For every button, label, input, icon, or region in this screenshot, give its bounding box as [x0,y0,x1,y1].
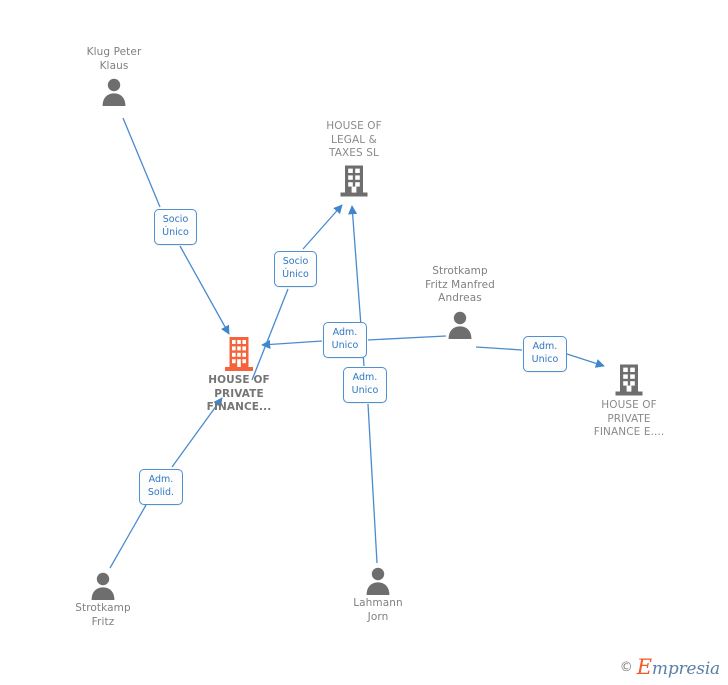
edge-socio-label-to-legal [302,204,343,250]
node-strotkamp-fritz[interactable]: Strotkamp Fritz [33,570,173,629]
node-label-klug-peter-klaus: Klug Peter Klaus [86,46,142,72]
node-house-of-legal-taxes-sl[interactable]: HOUSE OF LEGAL & TAXES SL [284,120,424,198]
person-icon [102,78,126,106]
node-label-lahmann-jorn: Lahmann Jorn [353,597,403,623]
person-icon [448,311,472,339]
watermark: © Empresia [620,655,720,679]
building-icon [225,337,253,371]
edge-label-to-hpf [179,245,230,335]
node-strotkamp-fritz-manfred-andreas[interactable]: Strotkamp Fritz Manfred Andreas [390,265,530,339]
edge-label-adm-solid-strotkamp[interactable]: Adm. Solid. [139,469,183,505]
building-icon [615,364,643,396]
edge-label-adm-unico-strotkamp-hpfe[interactable]: Adm. Unico [523,336,567,372]
edge-strotkampfma-to-admunico-right [475,346,523,351]
edge-klug-to-label [122,117,161,208]
empresia-logo: Empresia [637,655,720,679]
node-label-house-of-legal-taxes-sl: HOUSE OF LEGAL & TAXES SL [326,120,382,159]
building-icon [340,165,368,196]
node-label-strotkamp-fritz: Strotkamp Fritz [75,602,131,628]
edge-strotkampfritz-to-admsolid [109,504,147,569]
node-house-of-private-finance[interactable]: HOUSE OF PRIVATE FINANCE... [169,336,309,415]
edge-label-adm-unico-lahmann[interactable]: Adm. Unico [343,367,387,403]
node-label-house-of-private-finance: HOUSE OF PRIVATE FINANCE... [206,374,272,413]
person-icon [366,567,390,595]
node-house-of-private-finance-e[interactable]: HOUSE OF PRIVATE FINANCE E.... [559,363,699,440]
node-label-house-of-private-finance-e: HOUSE OF PRIVATE FINANCE E.... [593,399,665,438]
node-klug-peter-klaus[interactable]: Klug Peter Klaus [44,46,184,106]
person-icon [91,572,115,600]
edge-label-adm-unico-strotkamp-hpf[interactable]: Adm. Unico [323,322,367,358]
edge-lahmann-to-admunico [367,403,378,564]
edge-label-socio-unico-klug[interactable]: Socio Único [154,209,197,245]
edge-label-socio-unico-hpf-legal[interactable]: Socio Único [274,251,317,287]
node-lahmann-jorn[interactable]: Lahmann Jorn [308,565,448,624]
copyright-symbol: © [619,659,633,675]
node-label-strotkamp-fritz-manfred-andreas: Strotkamp Fritz Manfred Andreas [425,265,495,304]
empresia-logo-rest: mpresia [651,659,720,679]
empresia-logo-initial: E [636,655,652,679]
